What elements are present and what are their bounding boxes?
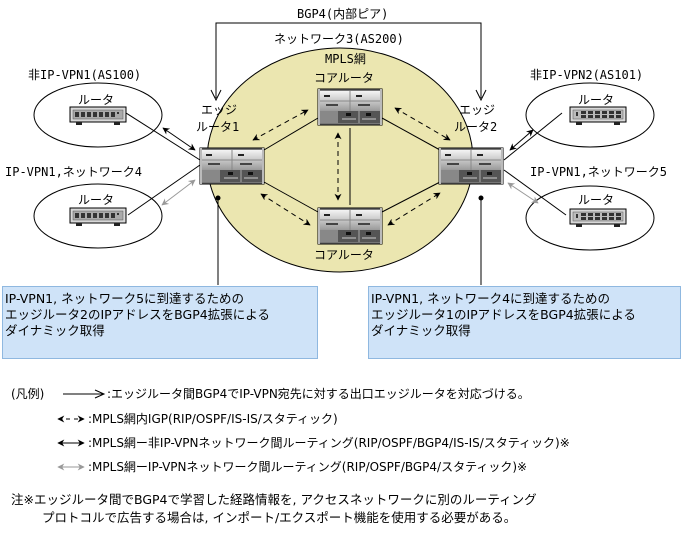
site-ellipse-ipvpn1-net5 <box>525 185 655 251</box>
edge-router-2-label-line2: ルータ2 <box>454 120 498 134</box>
core-router-top <box>317 88 383 126</box>
bgp4-internal-peer-label: BGP4(内部ピア) <box>297 7 389 21</box>
site-title-ipvpn1-net5: IP-VPN1,ネットワーク5 <box>530 165 668 179</box>
callout-edge-router-2: IP-VPN1, ネットワーク4に到達するための エッジルータ1のIPアドレスを… <box>368 286 681 359</box>
site-router-label-non-ipvpn1: ルータ <box>78 93 115 107</box>
legend-item-ipvpn-routing: :MPLS網ーIP-VPNネットワーク間ルーティング(RIP/OSPF/BGP4… <box>88 460 528 474</box>
callout-line: ダイナミック取得 <box>5 323 105 338</box>
ipvpn1-net4-routing-arrow <box>161 179 196 206</box>
legend-icon-solid-open-arrow <box>63 389 106 399</box>
edge-router-2-label-line1: エッジ <box>459 103 496 117</box>
core-router-bottom <box>317 207 383 245</box>
edge-router-1-label-line2: ルータ1 <box>196 120 240 134</box>
bgp4-arrowhead-right <box>475 89 487 102</box>
note-line-2: プロトコルで広告する場合は, インポート/エクスポート機能を使用する必要がある。 <box>42 510 517 525</box>
site-router-non-ipvpn1 <box>69 106 127 126</box>
site-router-label-ipvpn1-net4: ルータ <box>78 193 115 207</box>
site-router-non-ipvpn2 <box>569 106 627 126</box>
callout-line: エッジルータ1のIPアドレスをBGP4拡張による <box>371 307 636 322</box>
site-router-label-ipvpn1-net5: ルータ <box>578 193 615 207</box>
edge-router-2 <box>438 147 504 185</box>
callout-line: ダイナミック取得 <box>371 323 471 338</box>
core-router-top-label: コアルータ <box>314 71 374 85</box>
igp-arrows <box>252 107 451 226</box>
edge-router-1-label-line1: エッジ <box>201 103 238 117</box>
non-ipvpn2-routing-arrow <box>509 129 534 151</box>
non-ipvpn1-routing-arrow <box>162 127 196 151</box>
ipvpn1-net5-routing-arrow <box>507 182 539 204</box>
legend-item-bgp4: :エッジルータ間BGP4でIP-VPN宛先に対する出口エッジルータを対応づける。 <box>107 387 530 401</box>
legend-title: (凡例) <box>11 387 45 401</box>
bgp4-arrowhead-left <box>210 89 222 102</box>
callout-line: IP-VPN1, ネットワーク5に到達するための <box>5 291 245 306</box>
site-ellipse-non-ipvpn1 <box>33 82 163 148</box>
site-title-non-ipvpn1: 非IP-VPN1(AS100) <box>28 68 142 82</box>
site-title-ipvpn1-net4: IP-VPN1,ネットワーク4 <box>5 165 143 179</box>
site-router-label-non-ipvpn2: ルータ <box>578 93 615 107</box>
legend-item-igp: :MPLS網内IGP(RIP/OSPF/IS-IS/スタティック) <box>88 412 338 426</box>
note-line-1: 注※エッジルータ間でBGP4で学習した経路情報を, アクセスネットワークに別のル… <box>11 492 537 507</box>
site-router-ipvpn1-net4 <box>69 207 127 227</box>
callout-edge-router-1: IP-VPN1, ネットワーク5に到達するための エッジルータ2のIPアドレスを… <box>2 286 318 359</box>
site-router-ipvpn1-net5 <box>569 208 627 228</box>
mpls-label: MPLS網 <box>325 52 366 66</box>
callout-line: IP-VPN1, ネットワーク4に到達するための <box>371 291 611 306</box>
edge-router-1 <box>199 147 265 185</box>
mpls-network-as-label: ネットワーク3(AS200) <box>274 32 404 46</box>
site-ellipse-non-ipvpn2 <box>525 82 655 148</box>
site-title-non-ipvpn2: 非IP-VPN2(AS101) <box>530 68 644 82</box>
legend-item-non-ipvpn-routing: :MPLS網ー非IP-VPNネットワーク間ルーティング(RIP/OSPF/BGP… <box>88 436 570 450</box>
callout-line: エッジルータ2のIPアドレスをBGP4拡張による <box>5 307 270 322</box>
site-ellipse-ipvpn1-net4 <box>33 183 163 249</box>
bgp4-peer-line <box>215 22 482 98</box>
core-router-bottom-label: コアルータ <box>314 248 374 262</box>
